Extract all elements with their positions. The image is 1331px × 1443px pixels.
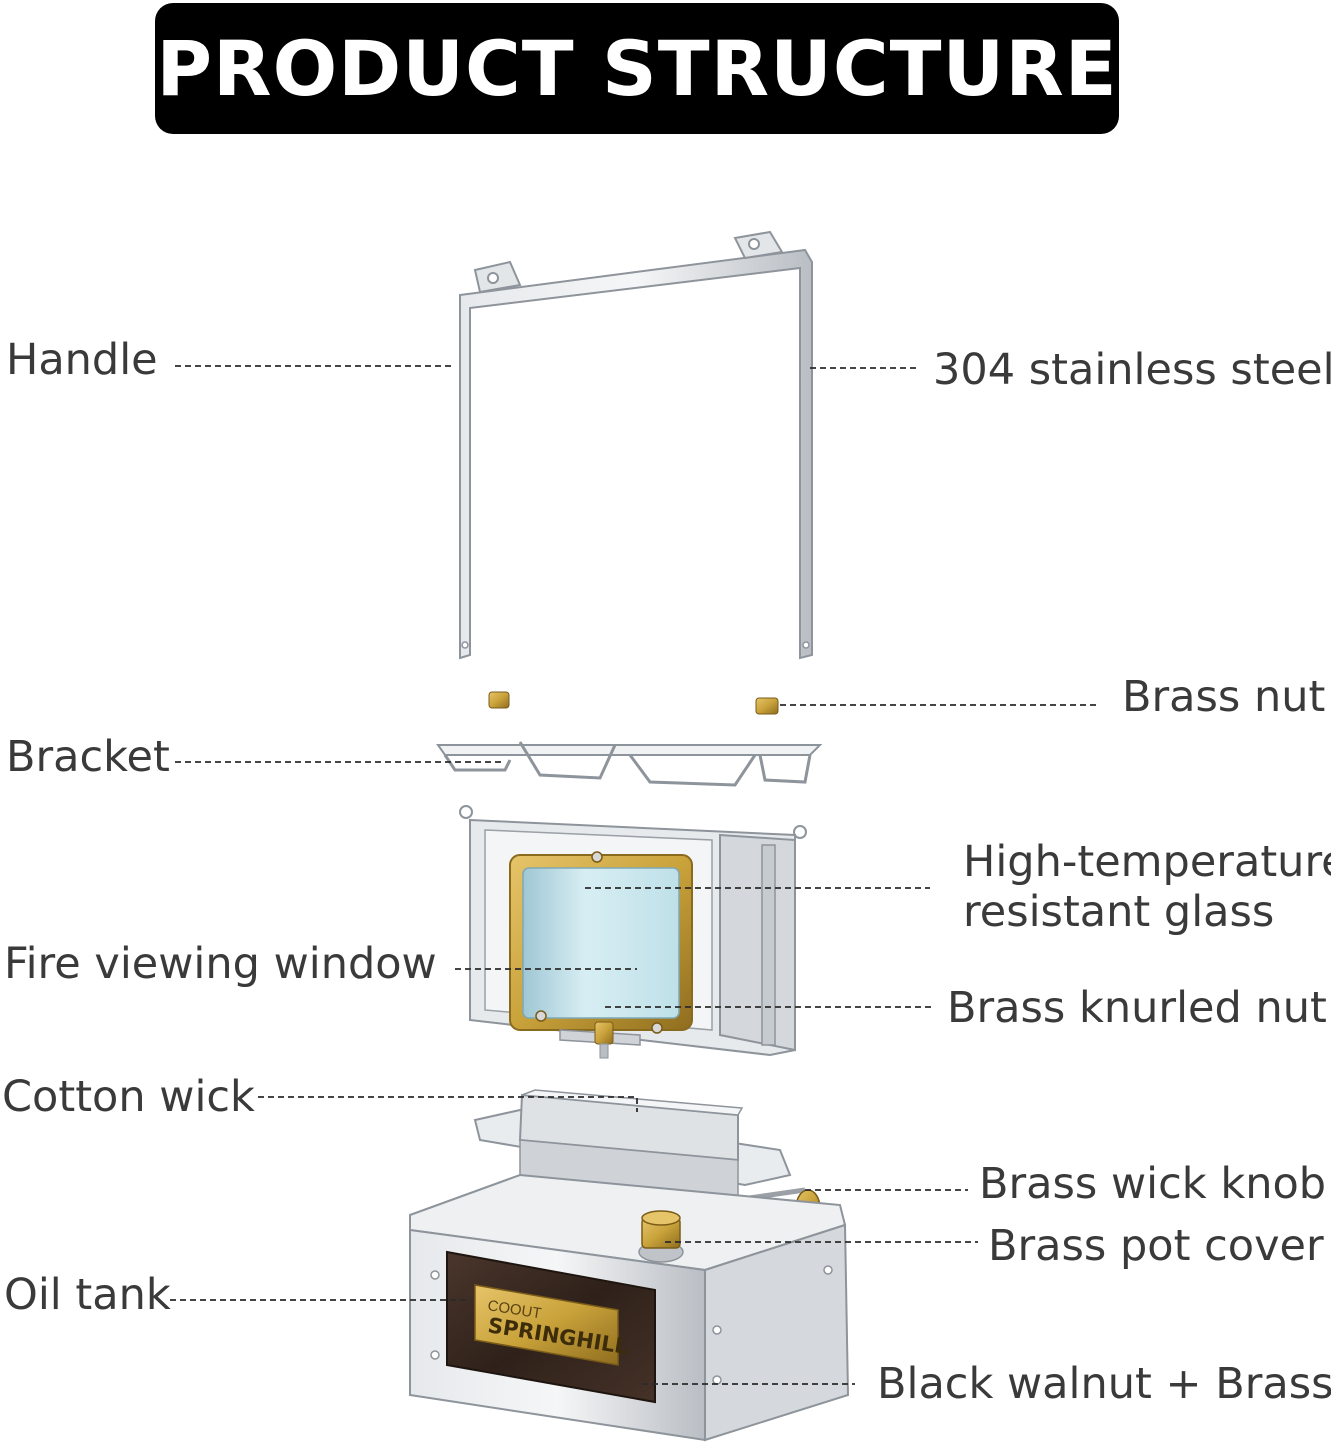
- label-glass-line2: resistant glass: [963, 888, 1274, 937]
- label-fire-viewing-window: Fire viewing window: [4, 940, 437, 989]
- label-brass-nut: Brass nut: [1122, 673, 1325, 722]
- label-black-walnut-brass: Black walnut + Brass: [877, 1360, 1331, 1409]
- handle-part: [460, 232, 812, 658]
- label-brass-pot-cover: Brass pot cover: [988, 1222, 1324, 1271]
- label-bracket: Bracket: [6, 733, 170, 782]
- label-brass-knurled-nut: Brass knurled nut: [947, 984, 1327, 1033]
- window-frame-part: [460, 806, 806, 1055]
- label-handle: Handle: [6, 336, 158, 385]
- brass-knurled-nut: [595, 1022, 613, 1058]
- bracket-part: [438, 742, 820, 785]
- label-oil-tank: Oil tank: [4, 1271, 171, 1320]
- brass-nut-left: [489, 692, 509, 708]
- label-cotton-wick: Cotton wick: [2, 1073, 255, 1122]
- brass-nut-right: [756, 698, 778, 714]
- label-glass-line1: High-temperature: [963, 838, 1331, 887]
- brass-pot-cover: [639, 1211, 683, 1262]
- label-brass-wick-knob: Brass wick knob: [979, 1160, 1326, 1209]
- label-stainless-steel: 304 stainless steel: [933, 346, 1331, 395]
